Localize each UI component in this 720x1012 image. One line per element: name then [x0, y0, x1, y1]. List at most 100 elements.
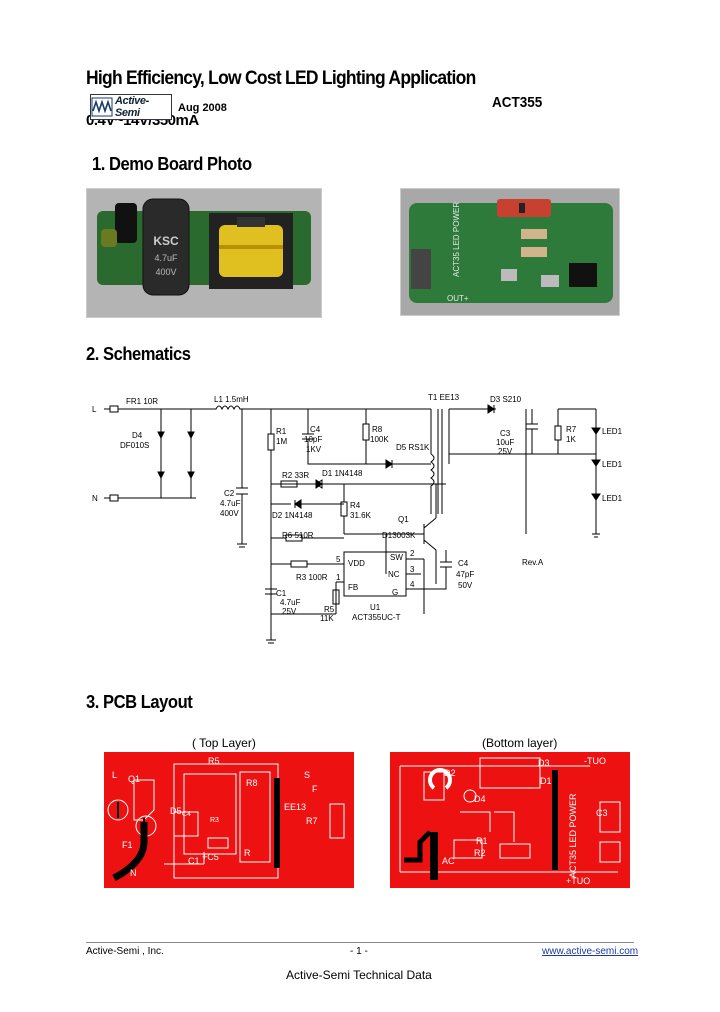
pcb-top-layer: L Q1 R5 R8 S D5 C4 R3 F EE13 R7 F1 C1 +C…	[104, 752, 354, 888]
sch-label-r4: R4	[350, 501, 361, 510]
pcb-bot-r2: R2	[474, 848, 486, 858]
sch-pin-4: 4	[410, 580, 415, 589]
sch-label-r8: R8	[372, 425, 383, 434]
sch-label-r8v: 100K	[370, 435, 389, 444]
pcb-top-r5: R5	[208, 756, 220, 766]
document-date: Aug 2008	[178, 102, 227, 114]
sch-label-c1: C1	[276, 589, 287, 598]
sch-pin-vdd: VDD	[348, 559, 365, 568]
pcb-top-r7: R7	[306, 816, 318, 826]
sch-pin-5: 5	[336, 555, 341, 564]
footer-divider	[86, 942, 634, 943]
demo-board-top-photo: KSC 4.7uF 400V	[86, 188, 322, 318]
sch-pin-3: 3	[410, 565, 415, 574]
document-title: High Efficiency, Low Cost LED Lighting A…	[86, 68, 476, 89]
part-number: ACT355	[492, 94, 543, 111]
pcb-top-r: R	[244, 848, 251, 858]
sch-label-c4av: 10pF	[304, 435, 322, 444]
pcb-bot-c3: C3	[596, 808, 608, 818]
pcb-bot-d4: D4	[474, 794, 486, 804]
sch-label-r4v: 31.6K	[350, 511, 372, 520]
sch-label-d4p: DF010S	[120, 441, 149, 450]
sch-label-c4w: 50V	[458, 581, 473, 590]
sch-label-r7v: 1K	[566, 435, 576, 444]
sch-label-led1: LED1	[602, 427, 623, 436]
pcb-top-f: F	[312, 784, 318, 794]
company-logo: Active-Semi	[90, 94, 172, 120]
pcb-top-q1: Q1	[128, 774, 140, 784]
logo-text: Active-Semi	[115, 95, 149, 119]
sch-label-r1: R1	[276, 427, 287, 436]
sch-label-d4: D4	[132, 431, 143, 440]
sch-label-t1: T1 EE13	[428, 393, 460, 402]
sch-pin-1: 1	[336, 573, 341, 582]
pcb-top-ee13: EE13	[284, 802, 306, 812]
pcb-bot-led: ACT35 LED POWER	[568, 793, 578, 878]
sch-label-c3: C3	[500, 429, 511, 438]
sch-label-u1: U1	[370, 603, 381, 612]
sch-rev: Rev.A	[522, 558, 544, 567]
sch-label-l1: L1 1.5mH	[214, 395, 249, 404]
sch-pin-sw: SW	[390, 553, 403, 562]
sch-label-fr1: FR1 10R	[126, 397, 158, 406]
board-silkscreen-text: ACT35 LED POWER	[452, 202, 461, 277]
sch-label-c4v: 47pF	[456, 570, 474, 579]
cap-brand-text: KSC	[153, 234, 179, 248]
sch-label-q1: Q1	[398, 515, 409, 524]
footer-tag: Active-Semi Technical Data	[286, 968, 432, 982]
footer-url-link[interactable]: www.active-semi.com	[542, 946, 639, 957]
pcb-top-s: S	[304, 770, 310, 780]
sch-label-c2v: 4.7uF	[220, 499, 241, 508]
sch-label-c4: C4	[458, 559, 469, 568]
pcb-top-l: L	[112, 770, 117, 780]
footer-page: - 1 -	[350, 946, 368, 957]
sch-label-d1: D1 1N4148	[322, 469, 363, 478]
sch-label-n: N	[92, 494, 98, 503]
sch-pin-fb: FB	[348, 583, 358, 592]
sch-label-c1w: 25V	[282, 607, 297, 616]
sch-label-led2: LED1	[602, 460, 623, 469]
sch-label-r5: R5	[324, 605, 335, 614]
sch-label-c1v: 4.7uF	[280, 598, 301, 607]
sch-pin-g: G	[392, 588, 398, 597]
pcb-bottom-layer: D2 D3 -TUO D1 D4 ACT35 LED POWER R1 R2 A…	[390, 752, 630, 888]
footer-company: Active-Semi , Inc.	[86, 946, 164, 957]
pcb-bot-tuo2: +TUO	[566, 876, 590, 886]
pcb-top-r8: R8	[246, 778, 258, 788]
sch-label-c4aw: 1KV	[306, 445, 322, 454]
sch-label-q1p: D13003K	[382, 531, 416, 540]
logo-icon	[91, 97, 113, 117]
sch-label-l: L	[92, 405, 97, 414]
sch-pin-2: 2	[410, 549, 415, 558]
pcb-bot-d2: D2	[444, 768, 456, 778]
sch-label-r6: R6 510R	[282, 531, 314, 540]
section-schematics-heading: 2. Schematics	[86, 344, 191, 364]
sch-pin-nc: NC	[388, 570, 400, 579]
section-demo-heading: 1. Demo Board Photo	[92, 154, 252, 174]
pcb-top-f1: F1	[122, 840, 133, 850]
sch-label-led3: LED1	[602, 494, 623, 503]
sch-label-c4a: C4	[310, 425, 321, 434]
sch-label-r2: R2 33R	[282, 471, 309, 480]
pcb-top-c1: C1	[188, 856, 200, 866]
sch-label-c2w: 400V	[220, 509, 239, 518]
pcb-top-d5: D5	[170, 806, 182, 816]
pcb-top-n: N	[130, 868, 137, 878]
pcb-top-r3: R3	[210, 817, 219, 824]
sch-label-d2: D2 1N4148	[272, 511, 313, 520]
sch-label-c3v: 10uF	[496, 438, 514, 447]
sch-label-d5: D5 RS1K	[396, 443, 430, 452]
pcb-bot-r1: R1	[476, 836, 488, 846]
cap-volt-text: 400V	[155, 267, 176, 277]
sch-label-r3: R3 100R	[296, 573, 328, 582]
pcb-bottom-caption: (Bottom layer)	[482, 736, 558, 750]
pcb-bot-d3: D3	[538, 758, 550, 768]
pcb-top-caption: ( Top Layer)	[192, 736, 256, 750]
pcb-top-c4: C4	[182, 811, 191, 818]
pcb-bot-ac: AC	[442, 856, 455, 866]
sch-label-c2: C2	[224, 489, 235, 498]
circuit-schematic: L N FR1 10R D4 DF010S L1 1.5mH C2 4.7uF …	[92, 393, 623, 644]
section-pcb-heading: 3. PCB Layout	[86, 692, 193, 712]
board-out-text: OUT+	[447, 294, 469, 303]
pcb-top-c5: +C5	[202, 852, 219, 862]
